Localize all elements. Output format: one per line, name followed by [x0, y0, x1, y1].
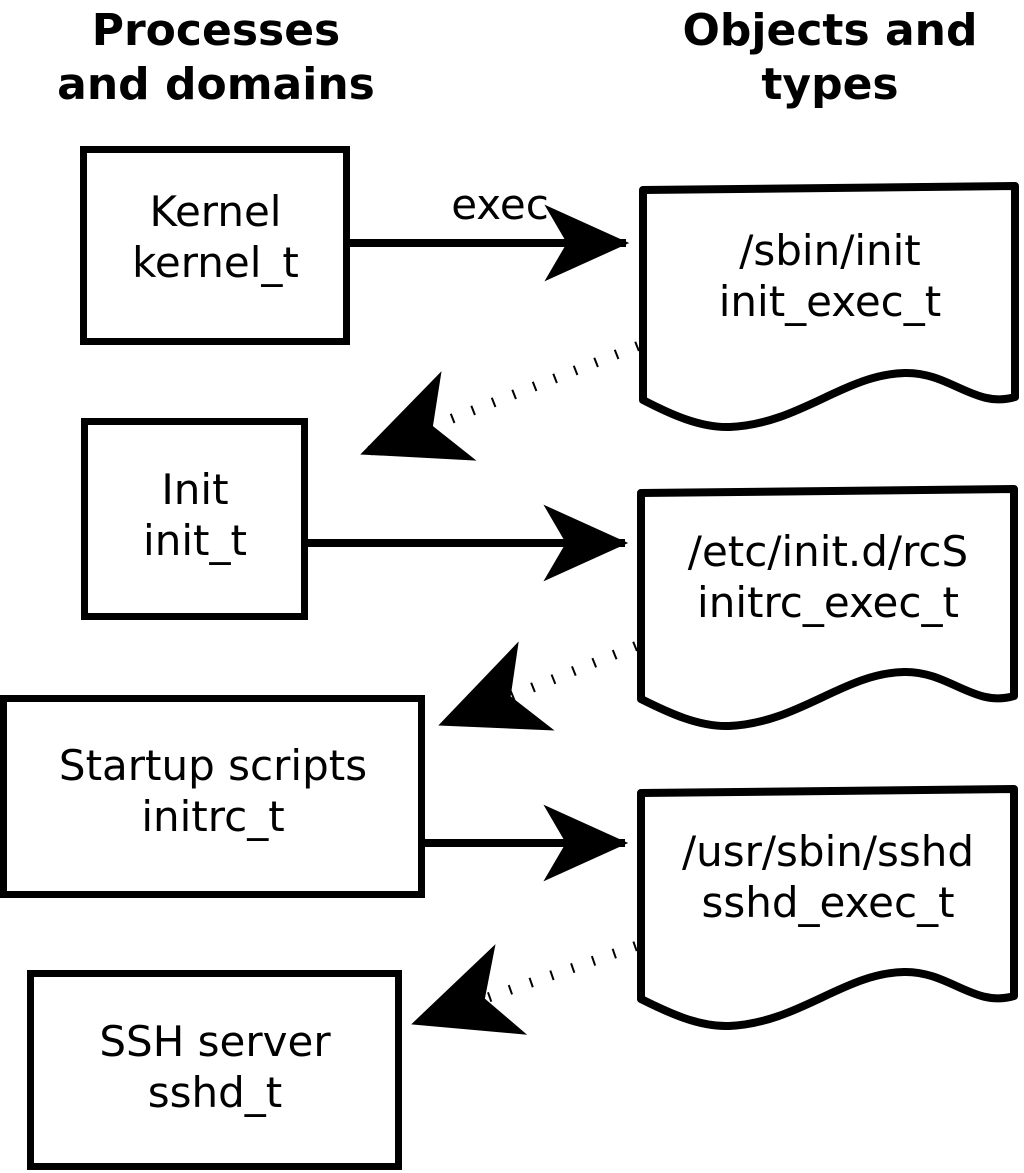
- edge-label-exec: exec: [451, 180, 549, 229]
- process-box-startup-scripts[interactable]: [0, 695, 425, 898]
- column-header-objects-and-types: Objects and types: [682, 5, 978, 110]
- object-document-sshd-exec[interactable]: [637, 785, 1018, 1031]
- object-document-init-exec[interactable]: [639, 182, 1019, 432]
- process-box-ssh-server[interactable]: [27, 970, 402, 1170]
- process-box-init[interactable]: [81, 418, 308, 620]
- edge-init-exec-to-init-domain: [360, 341, 640, 461]
- edge-sshd-exec-to-sshd-domain: [411, 941, 638, 1035]
- object-document-initrc-exec[interactable]: [637, 485, 1018, 731]
- process-box-kernel[interactable]: [80, 146, 350, 345]
- column-header-processes-and-domains: Processes and domains: [57, 5, 375, 110]
- edge-initrc-exec-to-initrc-domain: [438, 641, 638, 731]
